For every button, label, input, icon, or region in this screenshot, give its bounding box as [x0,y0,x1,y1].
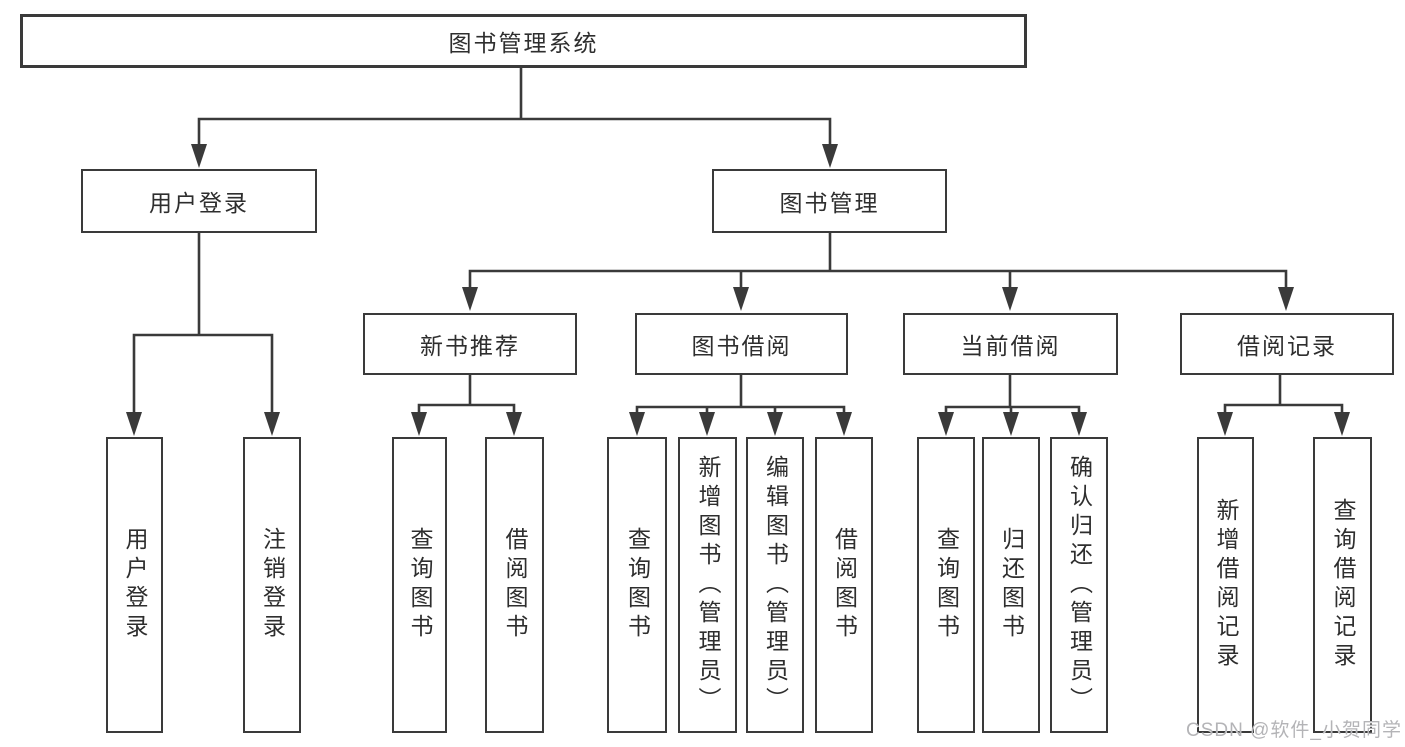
node-add-borrow-record: 新增借阅记录 [1197,437,1254,733]
node-borrow-books: 借阅图书 [815,437,873,733]
watermark-csdn: CSDN @软件_小贺同学 [1186,720,1402,741]
node-label: 查询借阅记录 [1330,498,1356,672]
node-user-login-leaf: 用户登录 [106,437,163,733]
node-label: 查询图书 [933,527,960,643]
node-edit-books-admin: 编辑图书（管理员） [746,437,804,733]
node-label: 用户登录 [149,190,249,216]
connector-newbook-to-children [411,373,522,436]
node-label: 当前借阅 [960,333,1061,359]
node-query-books-recommend: 查询图书 [392,437,447,733]
node-label: 注销登录 [259,527,286,643]
node-new-book-recommendation: 新书推荐 [363,313,577,375]
node-add-books-admin: 新增图书（管理员） [678,437,737,733]
node-label: 新书推荐 [420,333,520,359]
node-return-books: 归还图书 [982,437,1040,733]
connector-currentborrow-to-children [938,373,1087,436]
node-borrowing-records: 借阅记录 [1180,313,1394,375]
connector-login-to-children [126,230,280,436]
node-label: 归还图书 [998,527,1025,643]
node-query-borrow-records: 查询借阅记录 [1313,437,1372,733]
node-label: 编辑图书（管理员） [762,454,789,716]
node-query-books-borrow: 查询图书 [607,437,667,733]
node-library-management-system: 图书管理系统 [20,14,1027,68]
node-label: 查询图书 [407,527,433,643]
node-book-borrowing: 图书借阅 [635,313,848,375]
node-label: 图书借阅 [691,333,792,359]
node-label: 图书管理系统 [448,30,599,56]
connector-bookborrow-to-children [629,373,852,436]
connector-records-to-children [1217,373,1350,436]
node-logout: 注销登录 [243,437,301,733]
node-book-management: 图书管理 [712,169,947,233]
node-label: 借阅记录 [1237,333,1337,359]
node-current-borrowing: 当前借阅 [903,313,1118,375]
connector-management-to-level3 [462,231,1294,311]
node-label: 确认归还（管理员） [1066,454,1093,716]
node-label: 新增借阅记录 [1213,498,1239,672]
node-label: 用户登录 [122,527,148,643]
connector-root-to-level2 [191,66,838,168]
node-confirm-return-admin: 确认归还（管理员） [1050,437,1108,733]
node-borrow-books-recommend: 借阅图书 [485,437,544,733]
node-label: 新增图书（管理员） [695,454,721,716]
node-label: 图书管理 [779,190,880,216]
node-label: 借阅图书 [831,527,858,643]
node-query-books-current: 查询图书 [917,437,975,733]
node-label: 借阅图书 [502,527,528,643]
node-label: 查询图书 [624,527,651,643]
node-user-login: 用户登录 [81,169,317,233]
